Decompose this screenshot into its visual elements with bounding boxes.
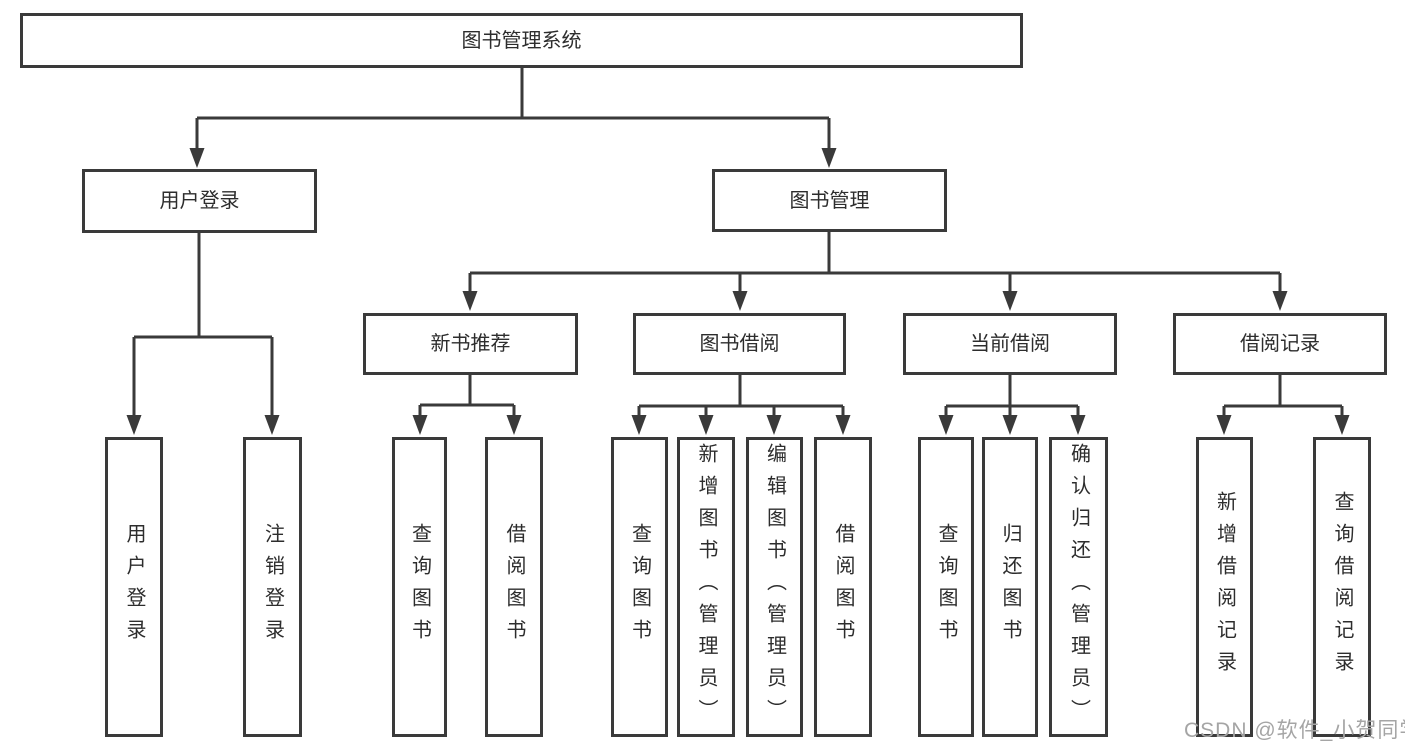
node-new-book-recommendation: 新书推荐 (363, 313, 578, 375)
node-add-books-admin: 新增图书（管理员） (677, 437, 735, 737)
node-label: 图书管理系统 (461, 29, 582, 52)
node-borrowing-query-books: 查询图书 (611, 437, 668, 737)
node-confirm-return-admin: 确认归还（管理员） (1049, 437, 1108, 737)
node-current-query-books: 查询图书 (918, 437, 974, 737)
node-user-login: 用户登录 (82, 169, 317, 233)
node-label: 图书借阅 (699, 333, 780, 355)
node-edit-books-admin: 编辑图书（管理员） (746, 437, 803, 737)
node-label: 借阅图书 (503, 523, 525, 651)
node-label: 当前借阅 (970, 333, 1050, 355)
node-borrowing-records: 借阅记录 (1173, 313, 1387, 375)
csdn-watermark: CSDN @软件_小贺同学 (1184, 719, 1405, 742)
node-book-management: 图书管理 (712, 169, 947, 232)
node-label: 借阅图书 (832, 523, 854, 651)
node-label: 借阅记录 (1240, 333, 1320, 355)
node-label: 新书推荐 (430, 333, 511, 355)
node-label: 新增图书（管理员） (695, 443, 717, 731)
node-current-borrowing: 当前借阅 (903, 313, 1117, 375)
node-recommend-query-books: 查询图书 (392, 437, 447, 737)
node-book-borrowing: 图书借阅 (633, 313, 846, 375)
node-label: 用户登录 (159, 190, 240, 212)
node-query-borrow-record: 查询借阅记录 (1313, 437, 1371, 737)
node-label: 用户登录 (123, 523, 145, 651)
node-logout: 注销登录 (243, 437, 302, 737)
node-label: 确认归还（管理员） (1067, 443, 1090, 731)
node-label: 查询图书 (935, 523, 957, 651)
node-library-management-system: 图书管理系统 (20, 13, 1023, 68)
node-borrowing-borrow-books: 借阅图书 (814, 437, 872, 737)
node-user-login-leaf: 用户登录 (105, 437, 163, 737)
node-label: 归还图书 (999, 523, 1021, 651)
node-add-borrow-record: 新增借阅记录 (1196, 437, 1253, 737)
node-label: 新增借阅记录 (1213, 491, 1236, 683)
node-label: 查询借阅记录 (1331, 491, 1353, 683)
node-return-books: 归还图书 (982, 437, 1038, 737)
node-label: 图书管理 (789, 189, 870, 212)
node-label: 编辑图书（管理员） (763, 443, 786, 731)
node-label: 查询图书 (408, 523, 431, 651)
node-label: 注销登录 (261, 523, 284, 651)
node-label: 查询图书 (628, 523, 651, 651)
node-recommend-borrow-books: 借阅图书 (485, 437, 543, 737)
